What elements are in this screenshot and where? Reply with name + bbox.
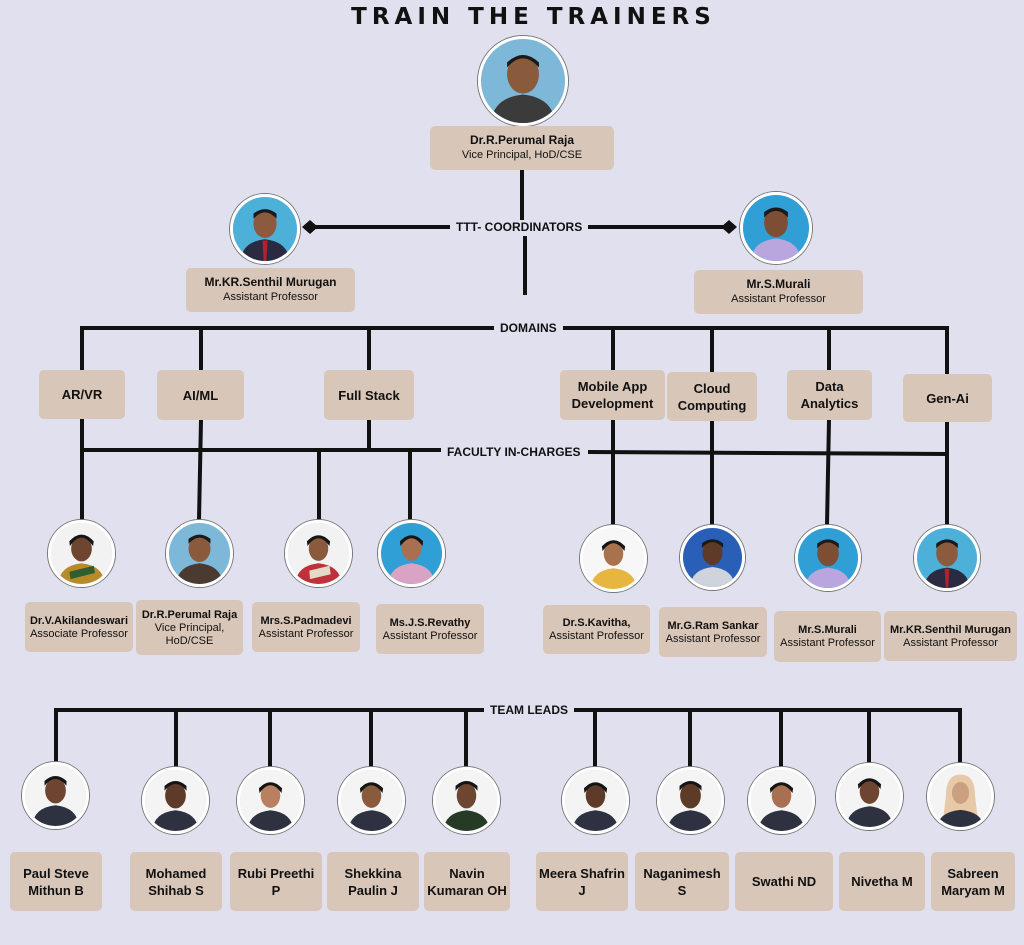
team-lead-name: Swathi ND — [751, 874, 817, 889]
team-leads-label: TEAM LEADS — [484, 703, 574, 717]
faculty-7-avatar — [795, 525, 861, 591]
faculty-4-box: Ms.J.S.Revathy Assistant Professor — [376, 604, 484, 654]
team-lead-name: Naganimesh S — [643, 865, 721, 898]
faculty-role: Assistant Professor — [665, 632, 761, 645]
team-lead-5-box: Navin Kumaran OH — [424, 852, 510, 911]
team-lead-9-box: Nivetha M — [839, 852, 925, 911]
team-lead-7-avatar — [657, 767, 724, 834]
faculty-name: Ms.J.S.Revathy — [389, 616, 471, 629]
coordinator-2-name: Mr.S.Murali — [746, 277, 811, 291]
coordinator-2-role: Assistant Professor — [731, 293, 826, 305]
faculty-8-box: Mr.KR.Senthil Murugan Assistant Professo… — [884, 611, 1017, 661]
faculty-role: Assistant Professor — [258, 627, 354, 640]
domain-full-stack: Full Stack — [324, 370, 414, 420]
faculty-name: Mr.S.Murali — [798, 624, 857, 636]
chart-title: TRAIN THE TRAINERS — [351, 4, 716, 30]
faculty-5-avatar — [580, 525, 647, 592]
faculty-role: Assistant Professor — [780, 637, 875, 649]
team-lead-8-avatar — [748, 767, 815, 834]
faculty-3-box: Mrs.S.Padmadevi Assistant Professor — [252, 602, 360, 652]
domain-label: AI/ML — [182, 387, 219, 403]
faculty-role: Associate Professor — [30, 627, 128, 640]
team-lead-6-box: Meera Shafrin J — [536, 852, 628, 911]
domain-label: Mobile App Development — [571, 379, 654, 411]
domain-label: AR/VR — [61, 387, 103, 402]
domain-label: Gen-Ai — [926, 390, 969, 406]
team-lead-3-box: Rubi Preethi P — [230, 852, 322, 911]
faculty-role: Assistant Professor — [382, 629, 478, 642]
team-lead-5-avatar — [433, 767, 500, 834]
faculty-name: Dr.S.Kavitha, — [562, 617, 631, 629]
team-lead-4-avatar — [338, 767, 405, 834]
domain-cloud-computing: Cloud Computing — [667, 372, 757, 421]
faculty-name: Dr.R.Perumal Raja — [141, 608, 238, 621]
head-name: Dr.R.Perumal Raja — [469, 133, 575, 147]
coordinator-1-role: Assistant Professor — [223, 291, 318, 303]
faculty-role: Vice Principal, HoD/CSE — [154, 621, 225, 647]
team-lead-2-avatar — [142, 767, 209, 834]
faculty-name: Dr.V.Akilandeswari — [29, 614, 129, 627]
team-lead-name: Sabreen Maryam M — [941, 865, 1005, 898]
coordinator-1-box: Mr.KR.Senthil Murugan Assistant Professo… — [186, 268, 355, 312]
faculty-4-avatar — [378, 520, 445, 587]
team-lead-2-box: Mohamed Shihab S — [130, 852, 222, 911]
domain-ar-vr: AR/VR — [39, 370, 125, 419]
team-lead-name: Mohamed Shihab S — [145, 865, 207, 898]
faculty-6-box: Mr.G.Ram Sankar Assistant Professor — [659, 607, 767, 657]
faculty-1-box: Dr.V.Akilandeswari Associate Professor — [25, 602, 133, 652]
domains-label: DOMAINS — [494, 321, 563, 335]
team-lead-7-box: Naganimesh S — [635, 852, 729, 911]
domain-ai-ml: AI/ML — [157, 370, 244, 420]
coordinator-2-box: Mr.S.Murali Assistant Professor — [694, 270, 863, 314]
faculty-name: Mr.G.Ram Sankar — [667, 619, 759, 632]
team-lead-3-avatar — [237, 767, 304, 834]
team-lead-6-avatar — [562, 767, 629, 834]
faculty-name: Mrs.S.Padmadevi — [260, 614, 352, 627]
team-lead-name: Navin Kumaran OH — [427, 865, 507, 898]
team-lead-10-box: Sabreen Maryam M — [931, 852, 1015, 911]
domain-mobile-app-development: Mobile App Development — [560, 370, 665, 420]
team-lead-name: Rubi Preethi P — [237, 865, 315, 898]
faculty-role: Assistant Professor — [549, 630, 644, 642]
faculty-2-avatar — [166, 520, 233, 587]
head-role: Vice Principal, HoD/CSE — [461, 149, 583, 161]
team-lead-name: Shekkina Paulin J — [344, 865, 402, 898]
faculty-name: Mr.KR.Senthil Murugan — [890, 623, 1011, 636]
team-lead-8-box: Swathi ND — [735, 852, 833, 911]
coordinator-1-avatar — [230, 194, 300, 264]
team-lead-10-avatar — [927, 763, 994, 830]
domain-label: Data Analytics — [800, 379, 859, 411]
coordinators-label: TTT- COORDINATORS — [450, 220, 589, 234]
domain-label: Full Stack — [338, 387, 400, 403]
faculty-8-avatar — [914, 525, 980, 591]
domain-label: Cloud Computing — [677, 380, 747, 413]
faculty-6-avatar — [680, 525, 745, 590]
faculty-1-avatar — [48, 520, 115, 587]
team-lead-4-box: Shekkina Paulin J — [327, 852, 419, 911]
team-lead-9-avatar — [836, 763, 903, 830]
head-box: Dr.R.Perumal Raja Vice Principal, HoD/CS… — [430, 126, 614, 170]
team-lead-name: Paul Steve Mithun B — [23, 865, 89, 898]
team-lead-name: Meera Shafrin J — [539, 865, 625, 898]
coordinator-1-name: Mr.KR.Senthil Murugan — [204, 275, 337, 289]
faculty-label: FACULTY IN-CHARGES — [441, 445, 587, 459]
team-lead-1-avatar — [22, 762, 89, 829]
faculty-role: Assistant Professor — [903, 636, 998, 649]
domain-data-analytics: Data Analytics — [787, 370, 872, 420]
team-lead-1-box: Paul Steve Mithun B — [10, 852, 102, 911]
coordinator-2-avatar — [740, 192, 812, 264]
faculty-3-avatar — [285, 520, 352, 587]
head-avatar — [478, 36, 568, 126]
team-lead-name: Nivetha M — [851, 874, 913, 889]
faculty-5-box: Dr.S.Kavitha, Assistant Professor — [543, 605, 650, 654]
faculty-7-box: Mr.S.Murali Assistant Professor — [774, 611, 881, 662]
domain-gen-ai: Gen-Ai — [903, 374, 992, 422]
faculty-2-box: Dr.R.Perumal Raja Vice Principal, HoD/CS… — [136, 600, 243, 655]
